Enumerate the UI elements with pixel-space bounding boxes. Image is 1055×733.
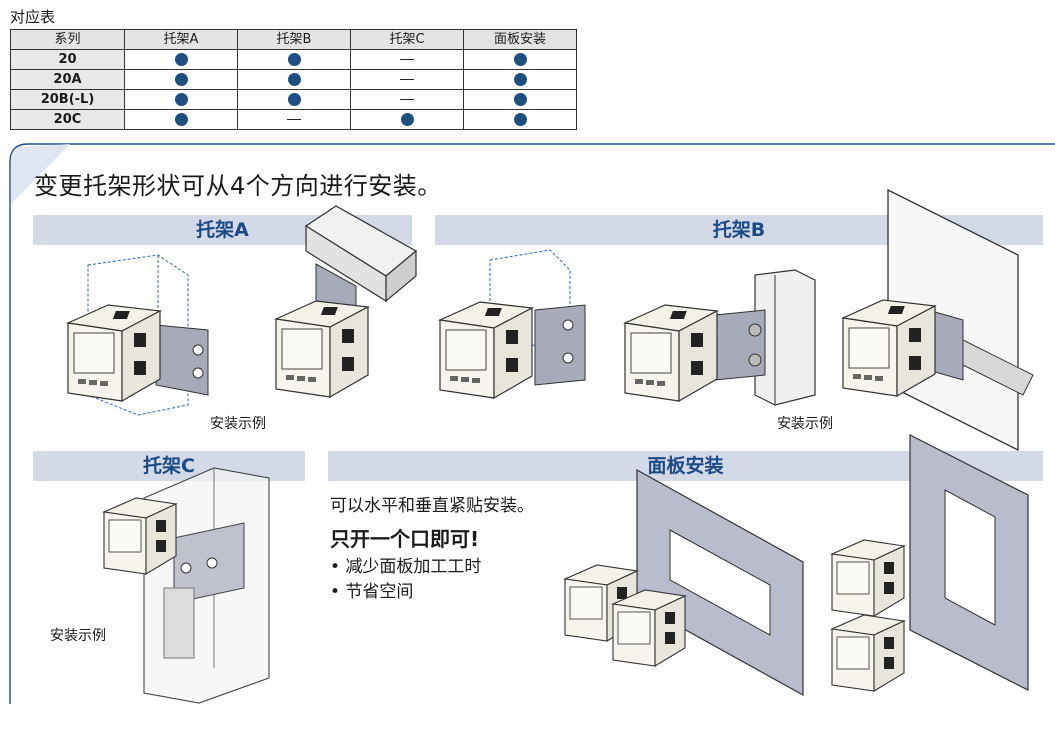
row-label: 20: [10, 49, 125, 70]
not-supported-dash-icon: [400, 79, 414, 80]
bracket-b-illustration-2: [624, 269, 816, 406]
not-supported-dash-icon: [400, 99, 414, 100]
panel-mount-bullet: • 减少面板加工工时: [330, 557, 482, 577]
bracket-a-illustration-2: [275, 205, 418, 398]
supported-dot-icon: [287, 73, 301, 86]
table-row: 20B(-L): [10, 89, 577, 110]
column-header: 托架B: [237, 29, 351, 50]
table-cell: [237, 49, 351, 70]
table-header-row: 系列 托架A 托架B 托架C 面板安装: [10, 29, 577, 50]
table-cell: [237, 69, 351, 90]
supported-dot-icon: [287, 53, 301, 66]
table-cell: [463, 109, 577, 130]
column-header: 托架A: [124, 29, 238, 50]
panel-mount-bullet: • 节省空间: [330, 582, 414, 602]
bracket-b-illustration-1: [439, 249, 586, 399]
supported-dot-icon: [513, 73, 527, 86]
table-cell: [124, 69, 238, 90]
table-row: 20C: [10, 109, 577, 130]
bracket-a-caption: 安装示例: [210, 416, 266, 432]
table-cell: [124, 89, 238, 110]
supported-dot-icon: [174, 73, 188, 86]
panel-vertical-illustration: [831, 434, 1029, 692]
column-header: 托架C: [350, 29, 464, 50]
panel-horizontal-illustration: [564, 468, 804, 697]
bracket-b-caption: 安装示例: [777, 416, 833, 432]
table-cell: [350, 109, 464, 130]
row-label: 20C: [10, 109, 125, 130]
not-supported-dash-icon: [400, 59, 414, 60]
row-label: 20B(-L): [10, 89, 125, 110]
bullet-text: 减少面板加工工时: [345, 557, 482, 577]
panel-headline: 变更托架形状可从4个方向进行安装。: [34, 172, 442, 200]
bracket-c-caption: 安装示例: [50, 628, 106, 644]
column-header: 面板安装: [463, 29, 577, 50]
table-cell: [350, 49, 464, 70]
bullet-text: 节省空间: [345, 582, 414, 602]
bracket-b-illustration-3: [842, 188, 1034, 452]
table-cell: [124, 49, 238, 70]
table-cell: [350, 69, 464, 90]
column-header: 系列: [10, 29, 125, 50]
table-row: 20: [10, 49, 577, 70]
supported-dot-icon: [174, 113, 188, 126]
row-label: 20A: [10, 69, 125, 90]
not-supported-dash-icon: [287, 119, 301, 120]
supported-dot-icon: [400, 113, 414, 126]
table-title: 对应表: [10, 8, 56, 26]
supported-dot-icon: [513, 53, 527, 66]
supported-dot-icon: [513, 93, 527, 106]
bracket-a-illustration-1: [67, 254, 209, 416]
panel-mount-line2: 只开一个口即可!: [330, 527, 480, 551]
supported-dot-icon: [513, 113, 527, 126]
supported-dot-icon: [174, 93, 188, 106]
table-cell: [463, 69, 577, 90]
table-row: 20A: [10, 69, 577, 90]
panel-mount-line1: 可以水平和垂直紧贴安装。: [330, 496, 534, 516]
supported-dot-icon: [287, 93, 301, 106]
table-cell: [124, 109, 238, 130]
table-cell: [350, 89, 464, 110]
table-cell: [463, 89, 577, 110]
table-cell: [237, 89, 351, 110]
bracket-c-illustration: [103, 467, 270, 704]
table-cell: [237, 109, 351, 130]
panel-frame: [9, 143, 1055, 704]
table-cell: [463, 49, 577, 70]
supported-dot-icon: [174, 53, 188, 66]
